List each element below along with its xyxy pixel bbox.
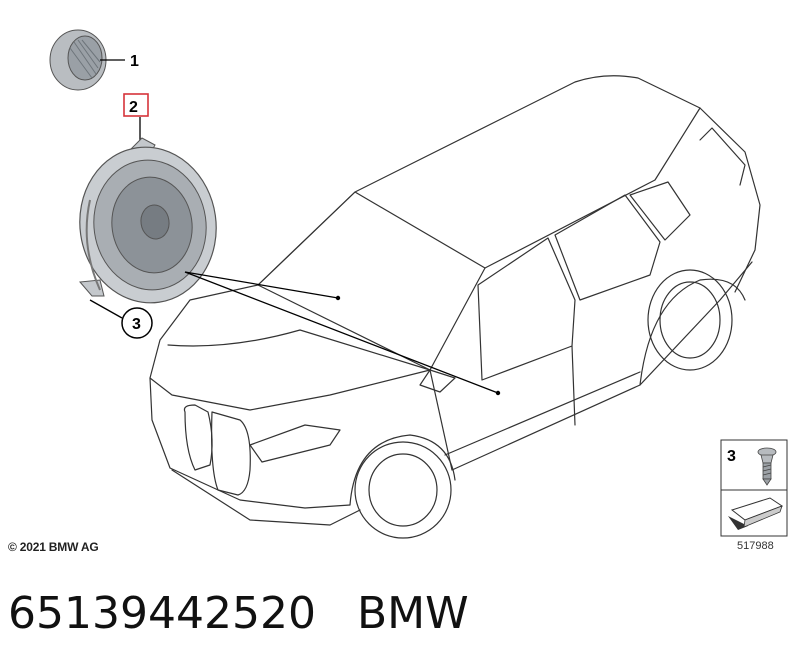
car-front-wheel-arch (349, 434, 456, 506)
copyright-notice: © 2021 BMW AG (8, 540, 99, 554)
legend-item-number: 3 (727, 448, 736, 465)
car-rear-wheel-arch (639, 278, 746, 386)
car-door-line (571, 345, 576, 426)
car-front-wheel (354, 441, 452, 539)
car-headlight (249, 424, 341, 463)
car-hood-crease (167, 329, 431, 371)
car-windshield (257, 191, 486, 371)
car-rear-spoiler (699, 127, 746, 186)
car-front-bumper (149, 377, 351, 509)
car-grille-right (211, 411, 251, 496)
tweeter-grille (69, 39, 101, 79)
car-side-mirror (419, 369, 456, 393)
car-rear-wheel (647, 269, 733, 371)
car-hood (149, 284, 431, 411)
car-sill-line (444, 371, 641, 456)
car-side-window-front (477, 237, 576, 381)
legend-box: 3 (720, 439, 788, 537)
brand-name: BMW (357, 588, 469, 639)
caption-bar: 65139442520 BMW (0, 588, 800, 648)
drawing-number: 517988 (737, 540, 774, 552)
car-side-window-rear (554, 194, 661, 301)
location-dot-door (495, 390, 501, 396)
car-front-rim (368, 453, 438, 527)
woofer-dust-cap (140, 204, 170, 240)
leader-to-door (184, 271, 499, 394)
location-dot-dashboard (335, 295, 341, 301)
car-front-lower (171, 469, 361, 526)
callout-1-number: 1 (130, 53, 139, 70)
car-illustration (149, 75, 761, 539)
callout-3-leader (89, 299, 123, 319)
car-roof-line (484, 107, 701, 269)
car-rear-rim (659, 281, 721, 359)
woofer-rim-depth (85, 199, 101, 291)
direction-arrow-icon (728, 497, 784, 530)
car-rear-window (629, 181, 691, 241)
callout-3-number: 3 (132, 316, 141, 333)
parts-diagram: 1 2 3 3 (49, 29, 788, 539)
callout-2-number: 2 (129, 99, 138, 116)
screw-icon (757, 447, 777, 486)
car-roof-outline (257, 75, 761, 293)
callout-2-highlight-box (123, 93, 149, 117)
part-number: 65139442520 (8, 588, 316, 639)
tweeter-part (49, 29, 125, 91)
callout-3-circle (121, 307, 153, 339)
leader-to-dashboard (184, 271, 339, 299)
woofer-mount-tab-bottom (78, 279, 105, 297)
woofer-part (78, 137, 217, 304)
car-grille-left (183, 404, 213, 471)
